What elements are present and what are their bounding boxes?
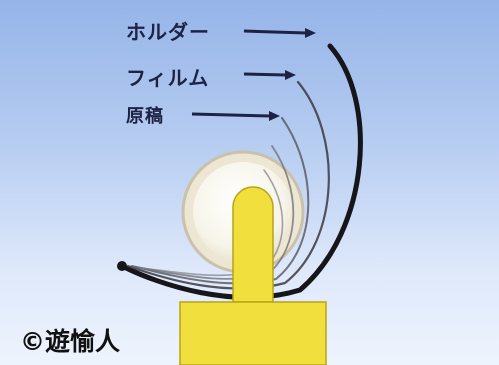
label-original: 原稿: [126, 106, 164, 127]
label-holder: ホルダー: [126, 20, 210, 44]
stand-base: [179, 301, 327, 365]
holder-arrow-line: [243, 29, 307, 35]
holder-end: [117, 261, 127, 271]
original-sheet: [131, 117, 310, 285]
film-arrowhead: [285, 70, 296, 80]
original-arrowhead: [269, 111, 280, 121]
film-sheet: [126, 80, 330, 290]
copyright-watermark: ©遊愉人: [20, 327, 121, 356]
original-arrow-line: [191, 112, 271, 118]
label-film: フィルム: [126, 66, 210, 90]
stand-post: [232, 186, 274, 303]
holder-sheet: [119, 43, 363, 300]
holder-arrowhead: [305, 28, 316, 38]
film-arrow-line: [243, 72, 287, 77]
